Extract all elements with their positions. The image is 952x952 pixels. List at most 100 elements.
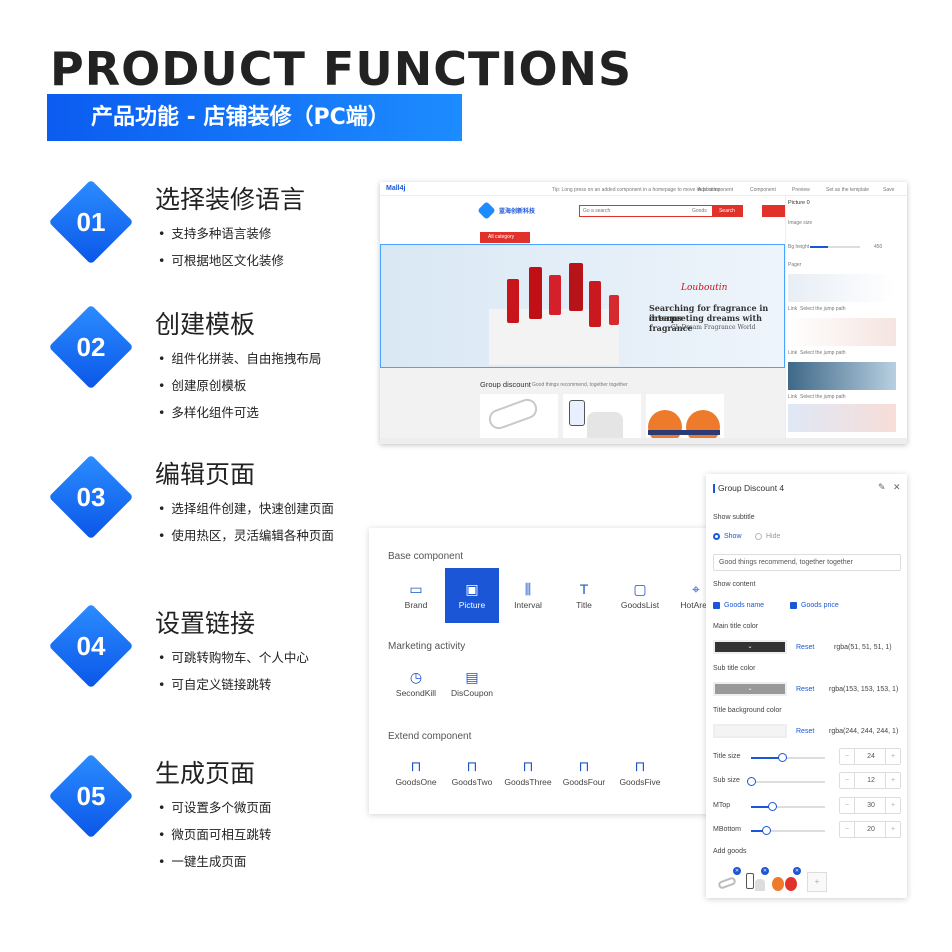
group-goods-3[interactable] — [646, 394, 724, 444]
component-goodsthree-button[interactable]: ⊓ GoodsThree — [501, 745, 555, 800]
preview-button[interactable]: Preview — [792, 187, 810, 193]
component-interval-button[interactable]: ⫼Interval — [501, 568, 555, 623]
add-component-button[interactable]: Add component — [698, 187, 734, 193]
component-label: GoodsTwo — [451, 777, 493, 787]
mtop-knob[interactable] — [768, 802, 777, 811]
main-title-reset-button[interactable]: Reset — [796, 644, 815, 651]
mtop-minus[interactable]: − — [840, 798, 855, 813]
mbottom-value[interactable]: 20 — [867, 826, 875, 833]
title-size-plus[interactable]: + — [885, 749, 900, 764]
group-goods-2[interactable] — [563, 394, 641, 444]
title-bg-reset-button[interactable]: Reset — [796, 728, 815, 735]
mtop-plus[interactable]: + — [885, 798, 900, 813]
brand-icon: ▭ — [409, 581, 423, 597]
component-label: DisCoupon — [450, 688, 494, 698]
added-goods-2[interactable]: ✕ — [744, 867, 769, 893]
sub-title-color-picker[interactable]: ⌄ — [713, 682, 787, 696]
feature-bullet: 可跳转购物车、个人中心 — [158, 647, 309, 666]
subtitle-input[interactable]: Good things recommend, together together — [713, 554, 901, 571]
sub-size-value[interactable]: 12 — [867, 777, 875, 784]
component-goodslist-button[interactable]: ▢GoodsList — [613, 568, 667, 623]
horizontal-scrollbar[interactable] — [380, 438, 907, 444]
picture-item-1[interactable] — [788, 274, 896, 302]
base-component-label: Base component — [388, 551, 464, 562]
save-button[interactable]: Save — [883, 187, 895, 193]
shop-editor-screenshot: Mall4j Tip: Long press on an added compo… — [380, 182, 907, 444]
mbottom-plus[interactable]: + — [885, 822, 900, 837]
title-bg-color-picker[interactable] — [713, 724, 787, 738]
component-hotarea-button[interactable]: ⌖HotArea — [669, 568, 723, 623]
component-brand-button[interactable]: ▭Brand — [389, 568, 443, 623]
goods-list-icon: ▢ — [633, 581, 647, 597]
sub-size-plus[interactable]: + — [885, 773, 900, 788]
set-template-button[interactable]: Set as the template — [826, 187, 870, 193]
main-title-color-picker[interactable]: ⌄ — [713, 640, 787, 654]
sub-size-minus[interactable]: − — [840, 773, 855, 788]
all-category-button[interactable]: All category — [480, 232, 530, 243]
component-label: Title — [576, 600, 592, 610]
group-goods-1[interactable] — [480, 394, 558, 444]
hide-radio[interactable] — [755, 533, 762, 540]
mtop-slider[interactable] — [751, 806, 825, 808]
shop-cart-button[interactable] — [762, 205, 792, 217]
goods-price-label: Goods price — [801, 602, 839, 609]
show-radio[interactable] — [713, 533, 720, 540]
feature-bullet: 微页面可相互跳转 — [158, 824, 271, 843]
feature-title: 创建模板 — [155, 310, 256, 339]
close-icon[interactable]: ✕ — [893, 482, 901, 492]
component-label: GoodsThree — [504, 777, 552, 787]
sub-size-slider[interactable] — [751, 781, 825, 783]
shop-search-input[interactable]: Go a search — [583, 208, 611, 214]
picture-item-4[interactable] — [788, 404, 896, 432]
component-discoupon-button[interactable]: ▤DisCoupon — [445, 656, 499, 711]
link-input-2[interactable]: Select the jump path — [800, 350, 846, 356]
component-goodsfive-button[interactable]: ⊓GoodsFive — [613, 745, 667, 800]
sub-size-stepper[interactable]: − 12 + — [839, 772, 901, 789]
mtop-stepper[interactable]: − 30 + — [839, 797, 901, 814]
title-size-stepper[interactable]: − 24 + — [839, 748, 901, 765]
sub-title-reset-button[interactable]: Reset — [796, 686, 815, 693]
mbottom-stepper[interactable]: − 20 + — [839, 821, 901, 838]
mbottom-minus[interactable]: − — [840, 822, 855, 837]
component-goodsfour-button[interactable]: ⊓GoodsFour — [557, 745, 611, 800]
component-label: HotArea — [680, 600, 712, 610]
title-bg-color-label: Title background color — [713, 707, 782, 714]
hide-radio-label: Hide — [766, 533, 781, 540]
basket-icon: ⊓ — [410, 758, 422, 774]
title-size-slider[interactable] — [751, 757, 825, 759]
title-size-knob[interactable] — [778, 753, 787, 762]
goods-price-checkbox[interactable] — [790, 602, 797, 609]
picture-item-2[interactable] — [788, 318, 896, 346]
feature-bullet: 组件化拼装、自由拖拽布局 — [158, 348, 321, 367]
hero-banner[interactable]: Louboutin Searching for fragrance in dre… — [380, 244, 785, 368]
bg-height-value[interactable]: 450 — [874, 244, 883, 250]
feature-number: 02 — [76, 332, 106, 362]
mbottom-knob[interactable] — [762, 826, 771, 835]
goods-name-checkbox[interactable] — [713, 602, 720, 609]
edit-icon[interactable]: ✎ — [878, 482, 886, 492]
feature-bullet: 可根据地区文化装修 — [158, 250, 284, 269]
mbottom-slider[interactable] — [751, 830, 825, 832]
component-goodsone-button[interactable]: ⊓GoodsOne — [389, 745, 443, 800]
show-content-label: Show content — [713, 581, 756, 588]
link-input-3[interactable]: Select the jump path — [800, 394, 846, 400]
link-input-1[interactable]: Select the jump path — [800, 306, 846, 312]
title-size-value[interactable]: 24 — [867, 753, 875, 760]
add-goods-button[interactable]: + — [807, 872, 827, 892]
component-picture-button[interactable]: ▣Picture — [445, 568, 499, 623]
shop-search-button[interactable]: Search — [712, 206, 742, 216]
component-secondkill-button[interactable]: ◷SecondKill — [389, 656, 443, 711]
added-goods-3[interactable]: ✕ — [772, 867, 801, 893]
mtop-value[interactable]: 30 — [867, 802, 875, 809]
picture-item-3[interactable] — [788, 362, 896, 390]
sub-size-knob[interactable] — [747, 777, 756, 786]
feature-number: 01 — [76, 207, 106, 237]
link-label-1: Link — [788, 306, 798, 312]
brand-logo-icon — [477, 201, 496, 220]
component-goodstwo-button[interactable]: ⊓GoodsTwo — [445, 745, 499, 800]
added-goods-1[interactable]: ✕ — [716, 867, 741, 893]
basket-icon: ⊓ — [522, 758, 534, 774]
title-size-minus[interactable]: − — [840, 749, 855, 764]
component-button[interactable]: Component — [750, 187, 776, 193]
